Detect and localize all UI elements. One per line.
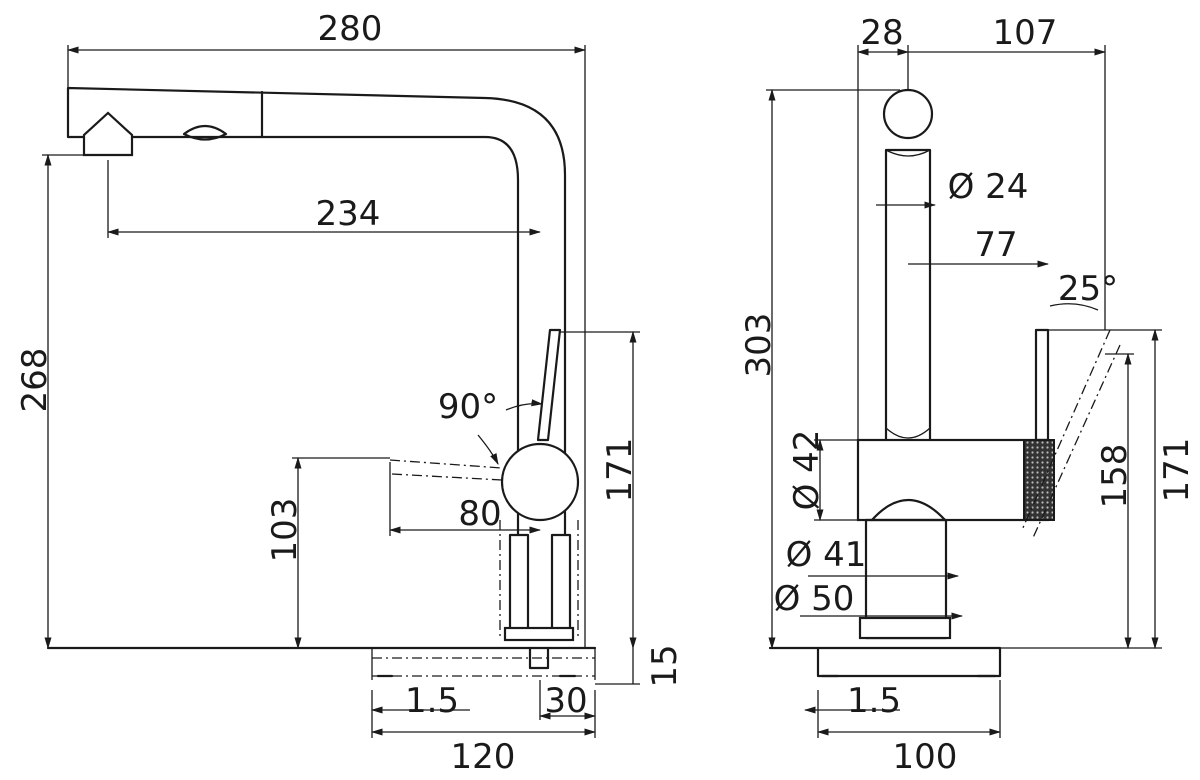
front-view: 28 107 Ø 24 77 25° 303 Ø 42 Ø 41 Ø 50 15… (739, 13, 1197, 777)
dim-gap: 1.5 (405, 681, 459, 721)
dim-base-diameter: Ø 50 (774, 579, 855, 619)
spout-column (884, 148, 932, 444)
dim-spout-reach: 234 (316, 194, 381, 234)
dim-lever-angle: 90° (438, 387, 498, 427)
dim-width-total: 280 (318, 9, 383, 49)
dim-shank-offset: 30 (544, 681, 587, 721)
front-flange (858, 616, 952, 640)
dim-spout-diameter: Ø 24 (948, 167, 1029, 207)
dim-total-height: 268 (15, 348, 55, 413)
dim-body-height: 171 (600, 438, 640, 503)
dim-front-gap: 1.5 (847, 681, 901, 721)
dim-body-diameter: Ø 42 (787, 430, 827, 511)
angle-arc (505, 399, 544, 411)
dim-base-width: 120 (451, 737, 516, 777)
aerator-head (82, 111, 134, 157)
dim-lever-height: 103 (265, 498, 305, 563)
dim-front-body-height: 171 (1157, 438, 1197, 503)
shank-right (550, 533, 572, 632)
dim-front-total-height: 303 (739, 313, 779, 378)
lever-front (1034, 328, 1050, 442)
dim-neck-diameter: Ø 41 (786, 535, 867, 575)
spray-button (182, 124, 228, 141)
dim-lever-depth: 77 (974, 225, 1017, 265)
lever-knob (500, 442, 580, 522)
dim-lever-tilt: 25° (1058, 269, 1118, 309)
dim-front-lever-height: 158 (1095, 444, 1135, 509)
front-body (856, 438, 1050, 522)
mount-plate (503, 626, 575, 642)
dim-offset-right: 107 (993, 13, 1058, 53)
side-view: 280 234 268 90° 80 103 171 15 1.5 30 (15, 9, 685, 777)
dim-base-thickness: 15 (645, 644, 685, 687)
lever (536, 328, 562, 442)
body-neck (870, 498, 947, 522)
lever-tilt-line (1021, 329, 1111, 531)
knurled-lever-cap (1023, 439, 1055, 521)
dim-spout-width: 28 (860, 13, 903, 53)
spout-top (882, 88, 934, 140)
dim-lever-swing: 80 (458, 494, 501, 534)
shank-left (508, 533, 530, 632)
dim-front-base-width: 100 (893, 737, 958, 777)
front-base-plate (768, 646, 1002, 678)
lever-alt-position (389, 459, 503, 469)
